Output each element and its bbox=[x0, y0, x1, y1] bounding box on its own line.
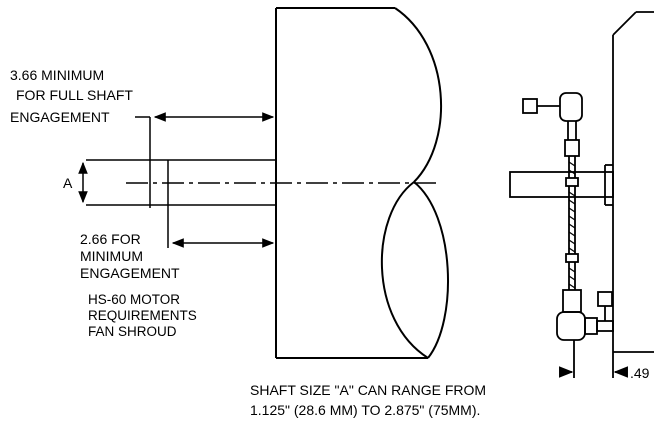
motor-note-line3: FAN SHROUD bbox=[88, 324, 177, 339]
shaft-size-note-line2: 1.125" (28.6 MM) TO 2.875" (75MM). bbox=[250, 402, 480, 418]
dimension-3-66 bbox=[135, 112, 275, 208]
thread-pattern bbox=[568, 161, 576, 289]
shaft-size-note-line1: SHAFT SIZE "A" CAN RANGE FROM bbox=[250, 382, 486, 398]
dimension-a-label: A bbox=[63, 175, 73, 191]
dim-2-66-line1: 2.66 FOR bbox=[80, 231, 141, 247]
dimension-2-66 bbox=[167, 160, 275, 248]
right-dimension-label: .49 bbox=[630, 365, 650, 381]
dim-3-66-line3: ENGAGEMENT bbox=[10, 109, 110, 125]
shaft-outline bbox=[86, 159, 276, 206]
dim-3-66-line2: FOR FULL SHAFT bbox=[16, 87, 133, 103]
motor-note-line1: HS-60 MOTOR bbox=[88, 292, 180, 307]
motor-note-line2: REQUIREMENTS bbox=[88, 308, 197, 323]
mount-assembly bbox=[509, 11, 654, 378]
dim-2-66-line2: MINIMUM bbox=[80, 248, 143, 264]
dim-3-66-line1: 3.66 MINIMUM bbox=[10, 67, 104, 83]
dim-2-66-line3: ENGAGEMENT bbox=[80, 265, 180, 281]
